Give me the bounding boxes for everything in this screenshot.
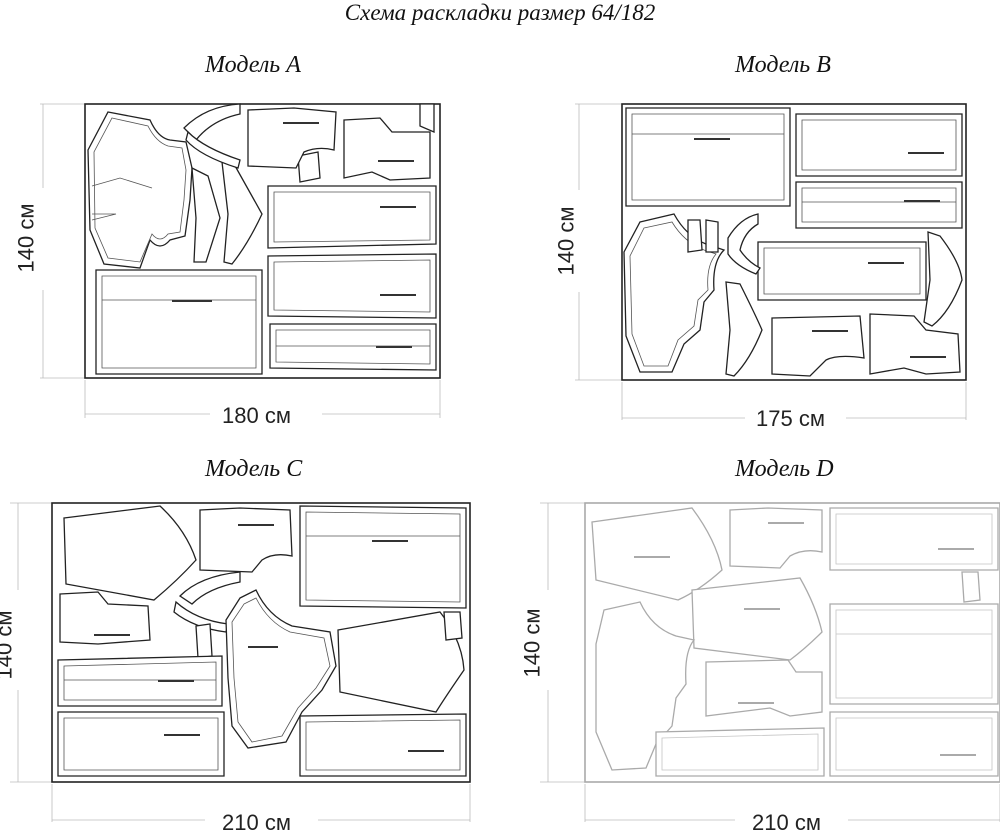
panel-c-collar [178,571,241,605]
panel-b-bodice [623,213,726,373]
panel-d-small-1 [961,571,981,603]
panel-c-skirt-2 [57,655,223,707]
panel-b-sleeve-1 [725,281,763,377]
panel-d-width-label: 210 см [752,810,821,835]
panel-b-skirt-3 [795,181,963,229]
panel-c-small-3 [443,611,463,641]
panel-d-sleeve-top-2 [705,659,823,717]
page-title: Схема раскладки размер 64/182 [344,0,656,25]
panel-a-title: Модель A [205,52,301,78]
panel-b-skirt-1 [625,107,791,207]
panel-a-bodice-piece [87,111,193,269]
panel-a-facing-piece [185,130,241,169]
panel-a-pocket-piece [297,151,321,183]
panel-c-layout [10,502,471,822]
panel-b-width-label: 175 см [756,406,825,431]
panel-c-skirt-1 [299,505,467,609]
panel-d-skirt-1 [829,507,999,571]
panel-b-layout [575,103,967,420]
panel-d-sleeve-2 [691,577,823,661]
panel-c-title: Модель C [205,456,303,482]
panel-b-small-1 [687,219,703,253]
panel-b-collar [727,213,761,275]
panel-a-sleeve-piece-1 [191,166,221,263]
panel-d-skirt-2 [829,603,999,705]
panel-b-skirt-2 [795,113,963,177]
panel-d-title: Модель D [735,456,834,482]
panel-a-skirt-1 [267,185,437,249]
panel-c-skirt-4 [299,713,467,777]
panel-c-skirt-3 [57,711,225,777]
panel-a-skirt-3 [95,269,263,375]
panel-a-layout [40,103,441,418]
panel-c-small-2 [195,623,213,659]
panel-a-sleeve-top-2 [343,117,431,181]
panel-b-skirt-4 [757,241,927,301]
panel-a-width-label: 180 см [222,403,291,428]
panel-c-bodice [225,589,337,749]
panel-b-title: Модель B [735,52,831,78]
panel-d-layout [540,502,1000,822]
panel-b-small-2 [705,219,719,253]
panel-b-sleeve-2 [923,231,963,327]
panel-a-skirt-2 [267,253,437,319]
panel-d-skirt-4 [829,711,999,777]
panel-d-sleeve-1 [591,507,723,601]
panel-a-collar-piece [183,103,241,141]
panel-a-sleeve-piece-2 [221,161,263,265]
panel-a-tab-piece [419,103,435,133]
panel-c-sleeve-1 [63,505,197,601]
panel-c-small-1 [59,591,151,645]
panel-a-skirt-4 [269,323,437,371]
panel-c-width-label: 210 см [222,810,291,835]
panel-b-sleeve-top-2 [869,313,961,375]
panel-d-skirt-3 [655,727,825,777]
